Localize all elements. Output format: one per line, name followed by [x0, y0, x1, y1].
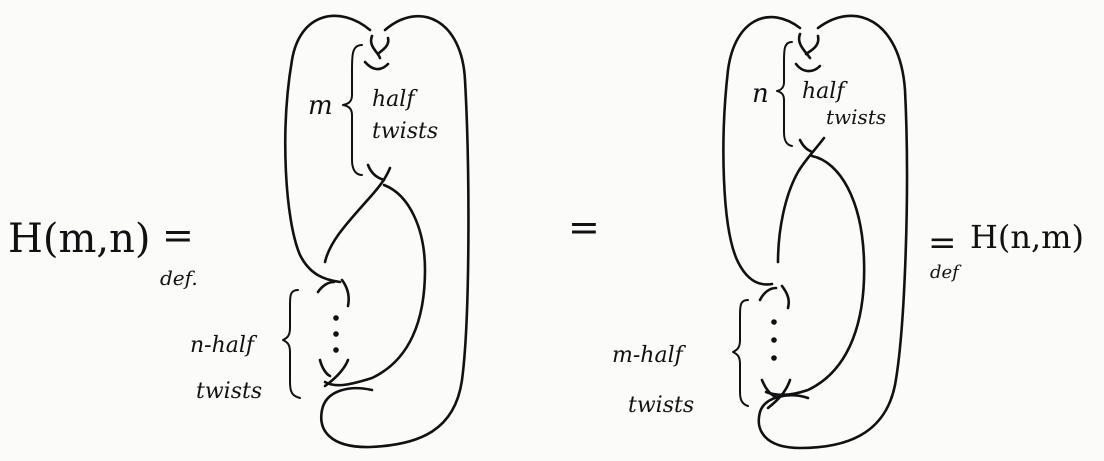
right-dot-1: [771, 319, 777, 325]
left-outer-right-strand: [321, 16, 468, 447]
right-inner-loop: [766, 156, 864, 395]
left-def-label: def.: [160, 266, 198, 290]
left-bottom-label-2: twists: [196, 379, 262, 404]
left-top-twist-end-b: [325, 168, 390, 262]
right-def-label: def: [930, 262, 962, 283]
left-outer-left-strand: [285, 16, 370, 282]
left-bottom-label-1: n-half: [190, 333, 258, 358]
left-low-cross-1: [318, 282, 334, 292]
right-top-crossing-1: [799, 34, 818, 58]
left-dot-1: [333, 315, 339, 321]
right-low-cross-2: [782, 286, 789, 308]
left-top-twists: twists: [372, 119, 438, 144]
left-dot-2: [333, 331, 339, 337]
left-lhs: H(m,n): [8, 216, 151, 262]
left-bottom-brace: [283, 290, 300, 398]
right-top-brace: [777, 42, 792, 146]
left-knot: [285, 16, 468, 447]
left-low-cross-2: [342, 280, 349, 306]
middle-eq: =: [568, 205, 600, 249]
left-inner-loop: [325, 185, 425, 385]
right-bottom-label-2: twists: [628, 393, 694, 418]
right-top-half: half: [802, 79, 848, 104]
right-top-count: n: [752, 79, 769, 109]
right-dot-3: [771, 355, 777, 361]
right-top-crossing-2: [796, 64, 820, 71]
right-bottom-label-1: m-half: [612, 343, 687, 368]
left-top-brace: [343, 45, 362, 175]
left-top-crossing-2: [365, 62, 388, 69]
left-def-eq: =: [162, 213, 194, 257]
left-top-crossing-1: [371, 36, 388, 58]
left-top-count: m: [308, 91, 333, 121]
right-bottom-brace: [733, 300, 748, 406]
right-rhs: H(n,m): [970, 218, 1084, 256]
left-dot-3: [333, 347, 339, 353]
left-top-half: half: [372, 87, 418, 112]
right-top-twist-end-a: [800, 140, 812, 152]
right-dot-2: [771, 337, 777, 343]
left-top-twist-end-a: [368, 165, 384, 180]
left-low-cross-3: [320, 360, 330, 376]
right-outer-left-strand: [723, 17, 800, 284]
right-def-eq: =: [928, 223, 957, 263]
right-top-twists: twists: [826, 105, 886, 129]
left-low-cross-4: [325, 360, 348, 386]
right-low-cross-1: [760, 288, 776, 300]
